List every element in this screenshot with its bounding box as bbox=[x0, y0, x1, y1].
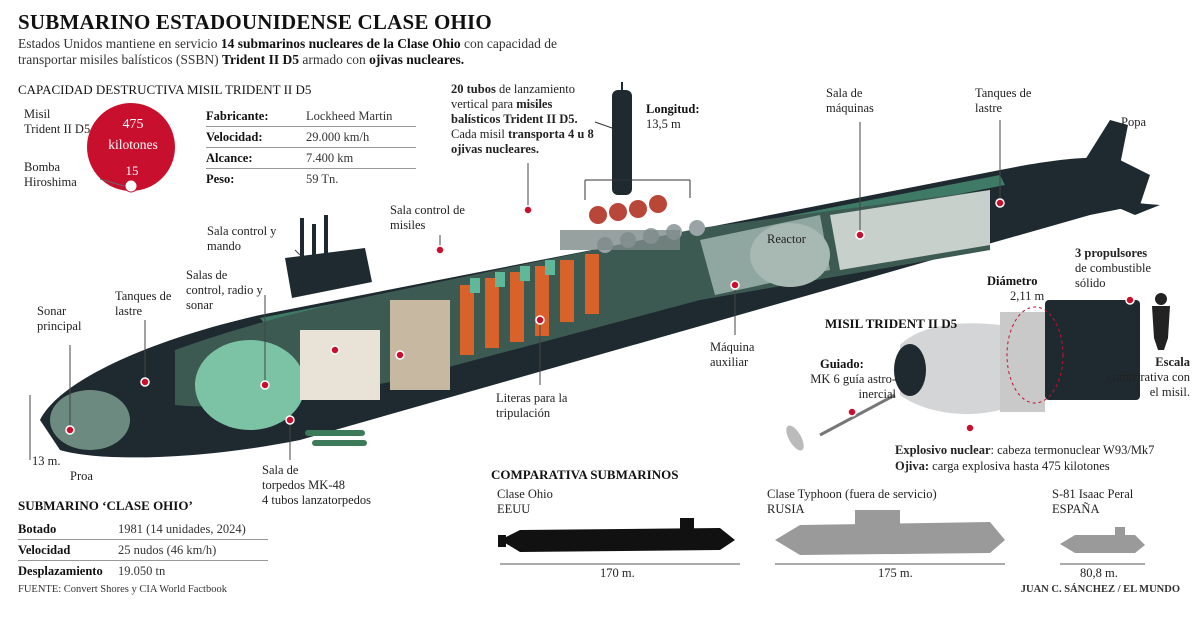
control-rooms-label: Salas de control, radio y sonar bbox=[186, 268, 263, 312]
capacity-title: CAPACIDAD DESTRUCTIVA MISIL TRIDENT II D… bbox=[18, 82, 312, 97]
sub-s81-length: 80,8 m. bbox=[1080, 566, 1118, 580]
missile-title: MISIL TRIDENT II D5 bbox=[825, 316, 958, 331]
kiloton-unit: kilotones bbox=[108, 137, 158, 152]
callout-dot bbox=[435, 245, 445, 255]
stern-label: Popa bbox=[1121, 115, 1146, 129]
hiroshima-kiloton-value: 15 bbox=[125, 163, 139, 178]
control-room-label: Sala control y mando bbox=[207, 224, 277, 253]
ballast-fwd-label: Tanques de lastre bbox=[115, 289, 172, 318]
kiloton-comparison-graphic bbox=[87, 103, 175, 193]
callout-dot bbox=[140, 377, 150, 387]
height-label: 13 m. bbox=[32, 454, 61, 468]
bunks-label: Literas para la tripulación bbox=[496, 391, 568, 420]
callout-dot bbox=[535, 315, 545, 325]
missile-control-label: Sala control de misiles bbox=[390, 203, 465, 232]
callout-dot bbox=[855, 230, 865, 240]
sub-ohio-length: 170 m. bbox=[600, 566, 635, 580]
callout-dot bbox=[523, 205, 533, 215]
length-label: Longitud: bbox=[646, 102, 700, 116]
spec-row: Velocidad:29.000 km/h bbox=[206, 126, 416, 148]
source-note: FUENTE: Convert Shores y CIA World Factb… bbox=[18, 584, 227, 595]
callout-dot bbox=[395, 350, 405, 360]
guidance-text: MK 6 guía astro-inercial bbox=[810, 372, 896, 401]
explosive-label: Explosivo nuclear: cabeza termonuclear W… bbox=[895, 443, 1155, 457]
callout-dot bbox=[65, 425, 75, 435]
diameter-label: Diámetro bbox=[987, 274, 1038, 288]
trident-missile-detail bbox=[786, 293, 1170, 451]
sub-typhoon-length: 175 m. bbox=[878, 566, 913, 580]
ohio-specs-title: SUBMARINO ‘CLASE OHIO’ bbox=[18, 498, 193, 513]
callout-dot bbox=[330, 345, 340, 355]
callout-dot bbox=[285, 415, 295, 425]
sub-typhoon-name: Clase Typhoon (fuera de servicio)RUSIA bbox=[767, 487, 937, 516]
sonar-label: Sonar principal bbox=[37, 304, 82, 333]
subtitle: Estados Unidos mantiene en servicio 14 s… bbox=[18, 36, 557, 67]
trident-kiloton-value: 475 bbox=[122, 117, 144, 132]
submarine-comparison-silhouettes bbox=[498, 510, 1145, 565]
author-credit: JUAN C. SÁNCHEZ / EL MUNDO bbox=[1020, 584, 1180, 595]
trident-spec-table: Fabricante:Lockheed Martin Velocidad:29.… bbox=[206, 106, 416, 189]
reactor-label: Reactor bbox=[767, 232, 806, 246]
callout-dot bbox=[260, 380, 270, 390]
comparison-title: COMPARATIVA SUBMARINOS bbox=[491, 467, 679, 482]
length-value: 13,5 m bbox=[646, 117, 681, 131]
spec-row: Alcance:7.400 km bbox=[206, 147, 416, 169]
callout-dot bbox=[730, 280, 740, 290]
callout-dot bbox=[995, 198, 1005, 208]
hiroshima-kiloton-circle bbox=[124, 179, 138, 193]
diameter-value: 2,11 m bbox=[1010, 289, 1045, 303]
warhead-label: Ojiva: carga explosiva hasta 475 kiloton… bbox=[895, 459, 1110, 473]
spec-row: Fabricante:Lockheed Martin bbox=[206, 106, 416, 127]
guidance-label: Guiado: bbox=[820, 357, 864, 371]
bow-label: Proa bbox=[70, 469, 93, 483]
tubes-callout: 20 tubos de lanzamiento vertical para mi… bbox=[451, 82, 594, 156]
engine-room-label: Sala de máquinas bbox=[826, 86, 874, 115]
spec-row: Peso:59 Tn. bbox=[206, 171, 339, 186]
aux-engine-label: Máquina auxiliar bbox=[710, 340, 755, 369]
ballast-aft-label: Tanques de lastre bbox=[975, 86, 1032, 115]
page-title: SUBMARINO ESTADOUNIDENSE CLASE OHIO bbox=[18, 10, 492, 34]
trident-kiloton-circle bbox=[87, 103, 175, 191]
